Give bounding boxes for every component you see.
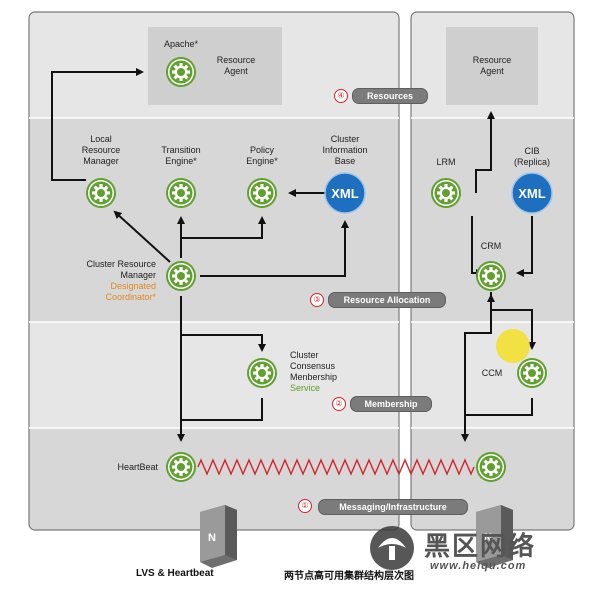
- left-server-icon: N: [200, 505, 237, 568]
- right-server-icon: N: [476, 505, 513, 568]
- watermark-url: www.heiqu.com: [430, 560, 527, 572]
- ccm-gear-icon: [247, 358, 277, 388]
- watermark-name: 黑区网络: [424, 532, 537, 562]
- cib-xml-icon: XML: [324, 172, 366, 214]
- layer-1-number: ①: [298, 499, 312, 513]
- lrm-label-line1: Local: [90, 134, 112, 144]
- ccm-service-label: Service: [290, 383, 321, 393]
- lrm-label: Local Resource Manager: [66, 134, 136, 167]
- ccm-label-line1: Cluster: [290, 350, 319, 360]
- layer-2-tag: Membership: [350, 396, 432, 412]
- resource-agent-label-line1: Resource: [216, 55, 256, 65]
- right-cib-xml-text: XML: [518, 186, 546, 201]
- right-server-letter: N: [484, 532, 492, 544]
- crm-label-line2: Manager: [120, 270, 156, 280]
- layer-3-number: ③: [310, 293, 324, 307]
- layer-4-tag: Resources: [352, 88, 428, 104]
- crm-label-line1: Cluster Resource: [86, 259, 156, 269]
- apache-label: Apache*: [163, 39, 199, 49]
- heartbeat-link: [197, 458, 475, 476]
- right-resource-agent-label-line2: Agent: [480, 66, 504, 76]
- right-resource-agent-label-line1: Resource: [472, 55, 512, 65]
- cib-label-line1: Cluster: [330, 134, 360, 144]
- right-caption: 两节点高可用集群结构层次图: [284, 571, 414, 582]
- layer-2-number: ②: [332, 397, 346, 411]
- left-caption: LVS & Heartbeat: [136, 568, 214, 579]
- resource-agent-label-line2: Agent: [224, 66, 248, 76]
- te-label-line1: Transition: [161, 145, 201, 155]
- layer-3-tag: Resource Allocation: [328, 292, 446, 308]
- ccm-label: Cluster Consensus Menbership Service: [290, 350, 360, 394]
- layer-4-number: ④: [334, 89, 348, 103]
- right-cib-xml-icon: XML: [511, 172, 553, 214]
- right-lrm-gear-icon: [431, 178, 461, 208]
- right-cib-label-line2: (Replica): [513, 157, 550, 167]
- ccm-label-line3: Menbership: [290, 372, 338, 382]
- right-crm-gear-icon: [476, 261, 506, 291]
- crm-label: Cluster Resource Manager Designated Coor…: [56, 259, 156, 303]
- apache-gear-icon: [166, 57, 196, 87]
- right-ccm-gear-icon: [517, 358, 547, 388]
- highlight-dot: [496, 329, 530, 363]
- heartbeat-gear-icon: [166, 452, 196, 482]
- cib-label: Cluster Information Base: [310, 134, 380, 167]
- layer-1-tag: Messaging/Infrastructure: [318, 499, 468, 515]
- pe-label: Policy Engine*: [227, 145, 297, 167]
- left-node-frame: [29, 12, 399, 530]
- resource-agent-label: Resource Agent: [206, 55, 266, 77]
- te-gear-icon: [166, 178, 196, 208]
- cib-xml-text: XML: [331, 186, 359, 201]
- right-lrm-label: LRM: [436, 157, 456, 167]
- left-server-letter: N: [208, 532, 216, 544]
- dc-label-line1: Designated: [110, 281, 156, 291]
- right-resource-agent-label: Resource Agent: [456, 55, 528, 77]
- cib-label-line3: Base: [334, 156, 356, 166]
- ccm-label-line2: Consensus: [290, 361, 336, 371]
- heartbeat-label: HeartBeat: [117, 462, 158, 472]
- pe-label-line1: Policy: [249, 145, 274, 155]
- right-cib-label: CIB (Replica): [502, 146, 562, 168]
- watermark-logo-icon: [370, 526, 414, 570]
- right-ccm-label: CCM: [481, 368, 503, 378]
- right-crm-label: CRM: [480, 241, 502, 251]
- lrm-gear-icon: [86, 178, 116, 208]
- resource-agent-box-right: [446, 27, 538, 105]
- right-cib-label-line1: CIB: [524, 146, 540, 156]
- pe-label-line2: Engine*: [246, 156, 278, 166]
- lrm-label-line3: Manager: [83, 156, 119, 166]
- dc-label-line2: Coordinator*: [105, 292, 156, 302]
- pe-gear-icon: [247, 178, 277, 208]
- te-label: Transition Engine*: [146, 145, 216, 167]
- cib-label-line2: Information: [322, 145, 368, 155]
- crm-gear-icon: [166, 261, 196, 291]
- lrm-label-line2: Resource: [81, 145, 121, 155]
- te-label-line2: Engine*: [165, 156, 197, 166]
- right-heartbeat-gear-icon: [476, 452, 506, 482]
